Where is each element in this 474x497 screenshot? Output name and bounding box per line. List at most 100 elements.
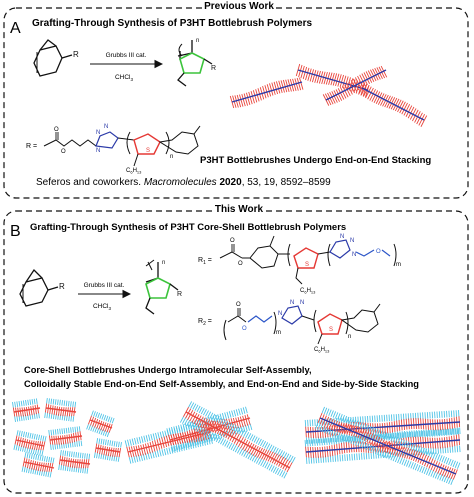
svg-text:C6H13: C6H13 xyxy=(300,288,316,295)
brush-shell xyxy=(58,450,91,474)
r2-group: R2 = O O m N N N S n C6H13 xyxy=(198,300,381,354)
brush-backbone xyxy=(361,87,425,121)
brush-shell xyxy=(315,406,461,486)
svg-text:R1 =: R1 = xyxy=(198,257,212,266)
svg-text:N: N xyxy=(300,300,304,306)
brush-backbone xyxy=(23,461,55,469)
svg-text:R2 =: R2 = xyxy=(198,318,212,327)
svg-text:n: n xyxy=(348,334,351,340)
brush-backbone xyxy=(305,439,461,453)
panel-a-caption: P3HT Bottlebrushes Undergo End-on-End St… xyxy=(200,155,431,166)
svg-text:N: N xyxy=(352,252,356,258)
brush-backbone xyxy=(325,69,387,101)
svg-text:N: N xyxy=(350,238,354,244)
brush-a3 xyxy=(322,65,388,106)
svg-text:n: n xyxy=(196,38,199,44)
norbornene-monomer-a: R xyxy=(33,39,79,77)
polymer-product-a: R n xyxy=(177,38,216,87)
norbornene-monomer-b: R xyxy=(19,268,65,307)
svg-text:S: S xyxy=(146,148,150,154)
svg-text:m: m xyxy=(396,262,401,268)
svg-text:R: R xyxy=(73,50,79,59)
svg-text:N: N xyxy=(104,124,108,130)
brush-backbone xyxy=(59,459,91,465)
svg-text:R: R xyxy=(59,282,65,291)
svg-text:n: n xyxy=(170,154,173,160)
svg-text:N: N xyxy=(96,130,100,136)
panel-b-caption-line2: Colloidally Stable End-on-End Self-Assem… xyxy=(24,379,419,389)
panel-a-letter: A xyxy=(10,20,21,37)
r-group-a: R = O O N N N S n C6H13 xyxy=(26,124,201,175)
brush-backbone xyxy=(185,411,291,469)
brush-shell xyxy=(12,398,40,422)
brush-backbone xyxy=(319,417,457,475)
brush-shell xyxy=(48,426,83,450)
svg-text:O: O xyxy=(376,249,381,255)
svg-text:S: S xyxy=(305,262,309,268)
brush-b6 xyxy=(315,406,461,486)
reaction-arrow-b: Grubbs III cat. CHCl3 xyxy=(78,282,132,311)
r1-group: R1 = O O S C6H13 N N N O m xyxy=(198,234,401,295)
panel-b-title: Grafting-Through Synthesis of P3HT Core-… xyxy=(30,222,346,233)
micelle-2 xyxy=(13,430,47,456)
reaction-arrow-a: Grubbs III cat. CHCl3 xyxy=(90,52,164,82)
panel-a-header: Previous Work xyxy=(204,1,274,12)
svg-text:Grubbs III cat.: Grubbs III cat. xyxy=(106,52,147,59)
brush-backbone xyxy=(49,435,83,441)
svg-text:R =: R = xyxy=(26,143,37,150)
svg-text:n: n xyxy=(162,260,165,266)
svg-text:R: R xyxy=(177,291,182,298)
svg-text:N: N xyxy=(340,234,344,240)
brush-shell xyxy=(179,401,296,479)
micelle-6 xyxy=(86,410,115,438)
svg-text:C6H13: C6H13 xyxy=(126,168,142,175)
bottlebrush-stack-a xyxy=(229,63,428,127)
svg-text:CHCl3: CHCl3 xyxy=(93,303,112,311)
micelle-0 xyxy=(12,398,41,422)
panel-b-letter: B xyxy=(10,223,21,240)
brush-backbone xyxy=(13,407,41,413)
brush-shell xyxy=(44,398,77,422)
brush-backbone xyxy=(231,81,303,103)
micelle-4 xyxy=(21,452,55,478)
svg-text:O: O xyxy=(230,238,235,244)
brush-backbone xyxy=(15,439,45,447)
brush-a1 xyxy=(229,77,304,109)
svg-text:S: S xyxy=(329,327,333,333)
svg-text:N: N xyxy=(290,300,294,306)
brush-backbone xyxy=(89,419,113,429)
svg-text:CHCl3: CHCl3 xyxy=(115,74,134,82)
svg-text:N: N xyxy=(96,148,100,154)
micelle-1 xyxy=(44,398,77,422)
brush-shell xyxy=(93,438,122,462)
panel-b-header: This Work xyxy=(215,204,264,215)
svg-text:C6H13: C6H13 xyxy=(314,347,330,354)
panel-a-title: Grafting-Through Synthesis of P3HT Bottl… xyxy=(32,18,312,29)
brush-backbone xyxy=(45,407,77,413)
brush-shell xyxy=(86,410,115,438)
panel-a-citation: Seferos and coworkers. Macromolecules 20… xyxy=(36,177,331,188)
micelle-7 xyxy=(93,438,122,462)
brush-backbone xyxy=(297,69,369,91)
brush-shell xyxy=(124,420,213,464)
polymer-product-b: R n xyxy=(145,259,182,315)
svg-text:Grubbs III cat.: Grubbs III cat. xyxy=(84,282,125,289)
panel-b-caption-line1: Core-Shell Bottlebrushes Undergo Intramo… xyxy=(24,365,312,375)
svg-text:R: R xyxy=(211,65,216,72)
svg-text:N: N xyxy=(278,311,282,317)
brush-backbone xyxy=(305,421,461,433)
svg-text:O: O xyxy=(54,127,59,133)
brush-backbone xyxy=(95,447,121,453)
brush-shell xyxy=(21,452,55,478)
svg-text:O: O xyxy=(61,149,66,155)
brush-a4 xyxy=(358,82,428,127)
brush-b3 xyxy=(179,401,296,479)
svg-text:O: O xyxy=(236,302,241,308)
svg-text:O: O xyxy=(242,326,247,332)
panel-a-frame xyxy=(3,7,469,199)
micelle-5 xyxy=(58,450,91,474)
core-shell-bottlebrushes xyxy=(12,398,461,486)
svg-text:m: m xyxy=(276,330,281,336)
